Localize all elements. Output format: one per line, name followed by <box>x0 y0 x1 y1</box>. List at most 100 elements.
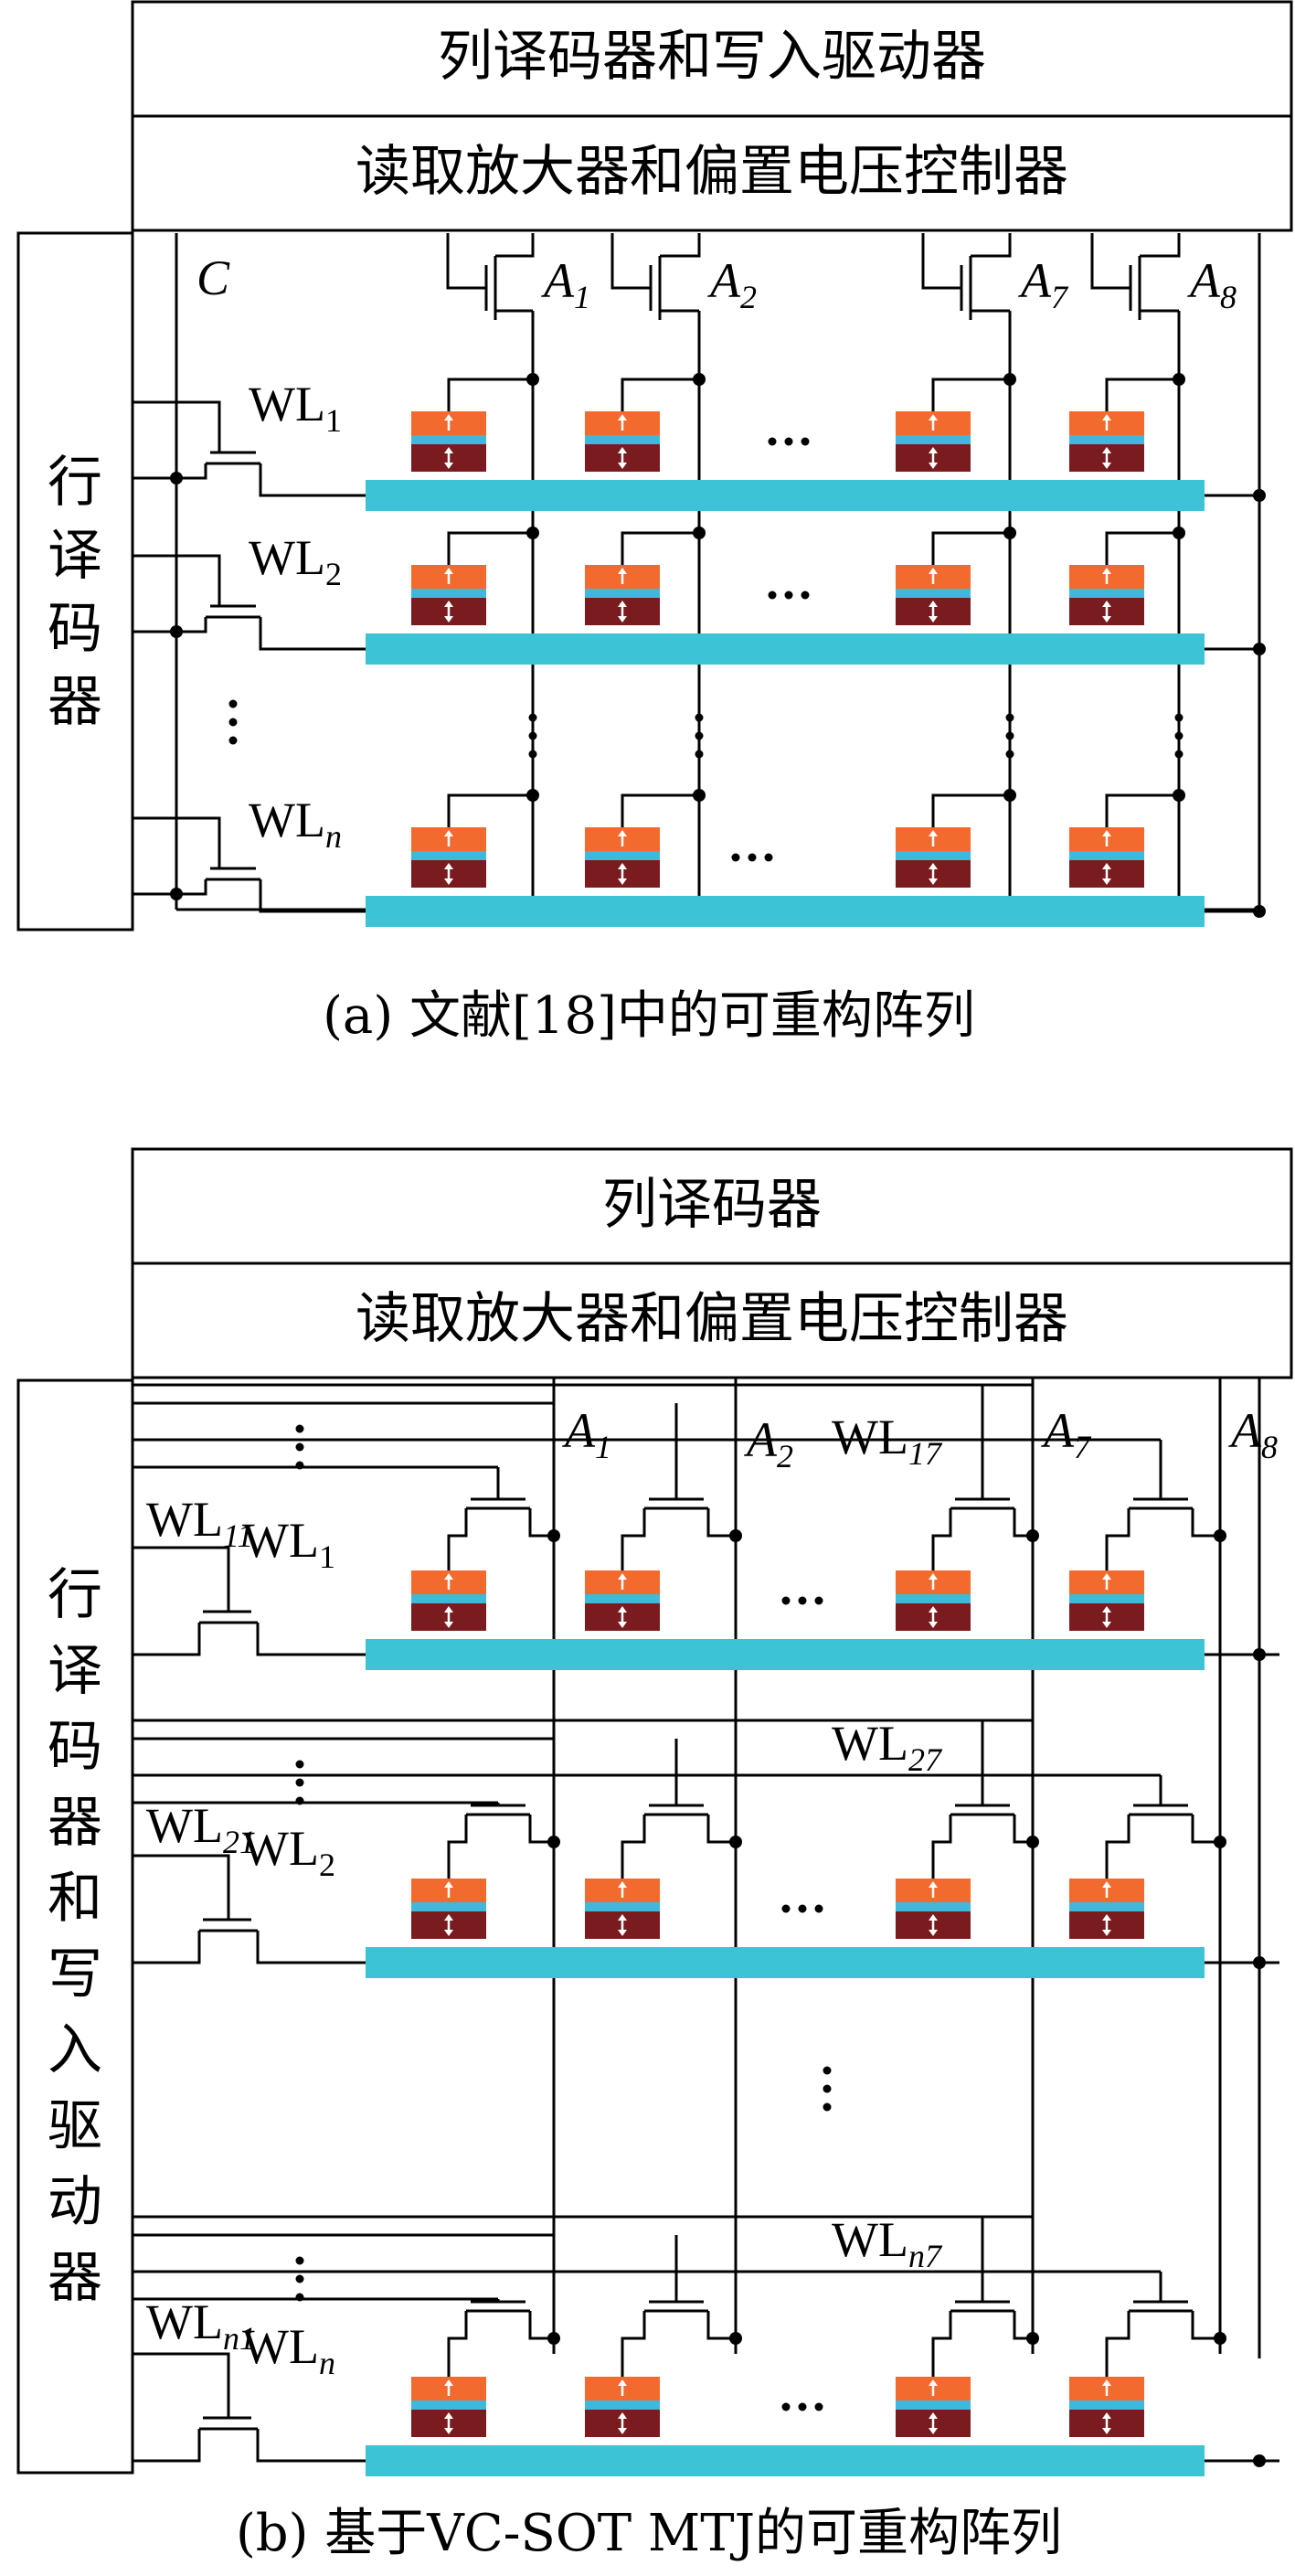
mtj-cell <box>585 411 660 472</box>
sot-track <box>366 896 1205 927</box>
junction-dot <box>693 373 706 386</box>
tunnel-barrier <box>585 1594 660 1603</box>
arrow-head <box>929 463 938 469</box>
bitline-transistor-source <box>610 233 651 290</box>
arrow-head <box>444 601 453 607</box>
arrow-head <box>444 1914 453 1921</box>
mtj-cell <box>585 2377 660 2437</box>
wl-transistor-source <box>176 617 207 633</box>
arrow-head <box>444 1930 453 1936</box>
ellipsis-dot <box>781 1904 791 1913</box>
sot-track <box>366 1947 1205 1978</box>
tunnel-barrier <box>585 589 660 598</box>
up-arrow-head <box>444 1573 453 1580</box>
tunnel-barrier <box>896 1594 971 1603</box>
mtj-cell <box>411 827 486 888</box>
arrow-head <box>929 1914 938 1921</box>
cell-transistor-drain <box>528 2311 554 2340</box>
mtj-cell <box>896 411 971 472</box>
cell-transistor-source <box>621 2311 646 2377</box>
junction-dot <box>729 2332 742 2345</box>
junction-dot <box>1174 750 1184 759</box>
cap-label: C <box>196 250 230 305</box>
row-decoder-char: 器 <box>48 2246 102 2310</box>
arrow-head <box>444 878 453 885</box>
ellipsis-dot <box>798 2402 807 2411</box>
mtj-cell <box>585 565 660 625</box>
junction-dot <box>1173 789 1185 802</box>
junction-dot <box>295 1778 304 1787</box>
up-arrow-head <box>1102 830 1111 836</box>
row-decoder-char: 和 <box>48 1867 102 1931</box>
cell-transistor-source <box>931 1815 952 1879</box>
ellipsis-dot <box>801 437 810 446</box>
arrow-head <box>618 863 627 869</box>
tunnel-barrier <box>1069 1594 1144 1603</box>
cell-transistor-source <box>621 1815 646 1879</box>
junction-dot <box>1253 1956 1266 1969</box>
ellipsis-dot <box>781 2402 791 2411</box>
row-gate-lead <box>133 2352 230 2418</box>
wordline-label-2: WL2 <box>249 530 342 592</box>
row-transistor-drain <box>256 1931 366 1964</box>
arrow-head <box>618 601 627 607</box>
arrow-head <box>444 1606 453 1613</box>
arrow-head <box>1102 1606 1111 1613</box>
junction-dot <box>295 1442 304 1452</box>
wordline-label-1: WL1 <box>249 377 342 439</box>
row-decoder-char: 行 <box>48 451 102 515</box>
cell-wordline-right-1: WL17 <box>832 1410 943 1472</box>
bitline-label-b-3: A7 <box>1041 1403 1092 1465</box>
arrow-head <box>1102 878 1111 885</box>
row-wordline-label-2: WL2 <box>242 1821 335 1883</box>
bitline-label-b-1: A1 <box>562 1403 611 1465</box>
tunnel-barrier <box>896 435 971 444</box>
junction-dot <box>1173 373 1185 386</box>
junction-dot <box>729 1836 742 1848</box>
row-transistor-source <box>133 2429 201 2463</box>
row-decoder-char: 器 <box>48 1791 102 1855</box>
junction-dot <box>1005 713 1014 722</box>
up-arrow-head <box>618 568 627 574</box>
junction-dot <box>228 699 238 708</box>
up-arrow-head <box>929 2379 938 2386</box>
bitline-label-b-4: A8 <box>1228 1403 1278 1465</box>
junction-dot <box>729 1529 742 1542</box>
up-arrow-head <box>1102 1573 1111 1580</box>
ellipsis-dot <box>798 1596 807 1605</box>
row-decoder-box <box>16 231 134 931</box>
cell-top-lead <box>931 793 1010 827</box>
junction-dot <box>1174 731 1184 740</box>
up-arrow-head <box>1102 2379 1111 2386</box>
figure-a-cells <box>366 411 1205 927</box>
wordline-gate-lead <box>133 816 221 868</box>
mtj-cell <box>411 411 486 472</box>
mtj-cell <box>1069 565 1144 625</box>
ellipsis-dot <box>748 853 757 862</box>
cell-transistor-drain <box>1191 1508 1220 1538</box>
tunnel-barrier <box>896 1902 971 1911</box>
sot-track <box>366 480 1205 511</box>
row-transistor-source <box>133 1623 201 1656</box>
arrow-head <box>1102 1914 1111 1921</box>
cell-top-lead <box>447 793 533 827</box>
junction-dot <box>295 1461 304 1470</box>
mtj-cell <box>1069 1570 1144 1631</box>
wl-transistor-source <box>176 879 207 896</box>
arrow-head <box>929 616 938 623</box>
cell-wordline-right-2: WL27 <box>832 1716 943 1778</box>
row-transistor-source <box>133 1931 201 1964</box>
figure-b-wires <box>133 1378 1279 2467</box>
column-decoder-label-b: 列译码器 <box>602 1173 822 1237</box>
arrow-head <box>444 863 453 869</box>
junction-dot <box>528 713 537 722</box>
tunnel-barrier <box>411 2400 486 2410</box>
row-decoder-char: 驱 <box>48 2094 102 2158</box>
up-arrow-head <box>618 414 627 420</box>
cell-transistor-source <box>447 1815 468 1879</box>
row-transistor-drain <box>256 2429 366 2463</box>
caption-a: (a) 文献[18]中的可重构阵列 <box>323 986 975 1046</box>
wl-transistor-drain <box>259 463 366 497</box>
